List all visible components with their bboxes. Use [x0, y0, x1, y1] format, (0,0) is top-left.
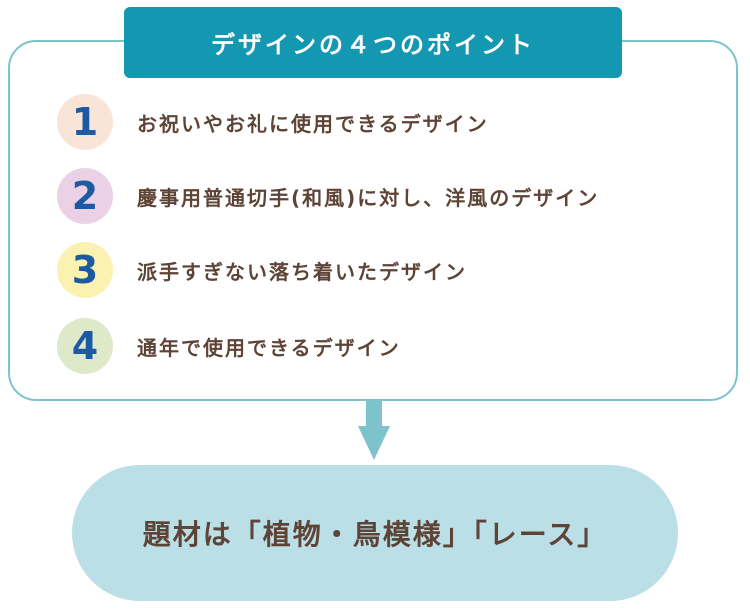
point-number-badge-1: 1 — [57, 94, 113, 150]
point-number-badge-2: 2 — [57, 168, 113, 224]
panel-title: デザインの４つのポイント — [211, 31, 535, 59]
points-panel — [8, 40, 738, 401]
point-item-3: 3 派手すぎない落ち着いたデザイン — [57, 242, 467, 298]
point-text-1: お祝いやお礼に使用できるデザイン — [137, 111, 489, 136]
point-item-2: 2 慶事用普通切手(和風)に対し、洋風のデザイン — [57, 168, 599, 224]
result-box: 題材は「植物・鳥模様」「レース」 — [72, 465, 678, 601]
point-text-3: 派手すぎない落ち着いたデザイン — [137, 259, 467, 284]
point-text-4: 通年で使用できるデザイン — [137, 335, 401, 360]
point-text-2: 慶事用普通切手(和風)に対し、洋風のデザイン — [137, 185, 600, 210]
down-arrow-shaft — [366, 401, 382, 427]
panel-header: デザインの４つのポイント — [124, 7, 622, 78]
point-item-1: 1 お祝いやお礼に使用できるデザイン — [57, 94, 489, 150]
down-arrow-icon — [358, 426, 390, 460]
result-text: 題材は「植物・鳥模様」「レース」 — [142, 518, 608, 551]
point-item-4: 4 通年で使用できるデザイン — [57, 318, 401, 374]
point-number-badge-4: 4 — [57, 318, 113, 374]
point-number-badge-3: 3 — [57, 242, 113, 298]
